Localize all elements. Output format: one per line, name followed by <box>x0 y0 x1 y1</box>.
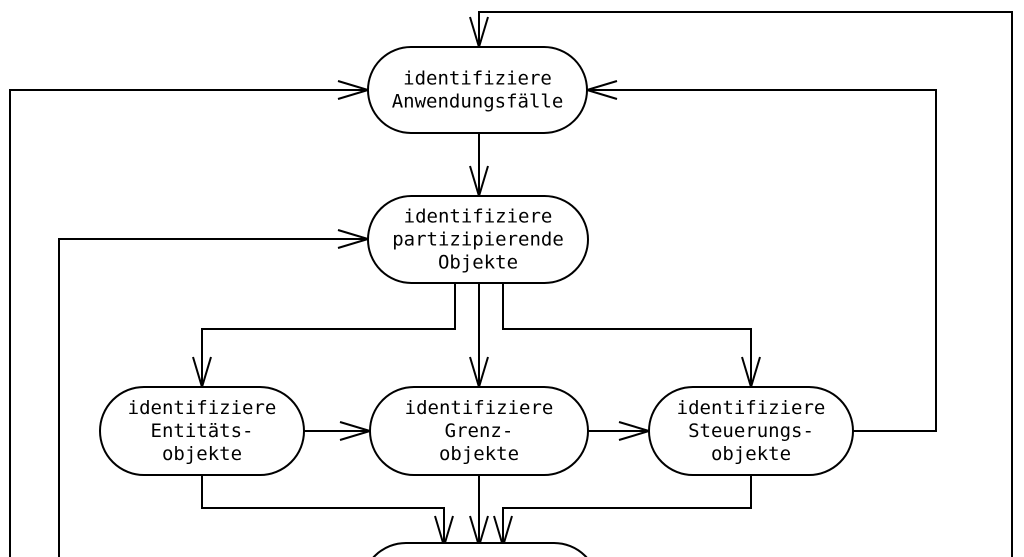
node-label-line: Grenz- <box>445 420 514 442</box>
node-label-line: Steuerungs- <box>688 420 814 442</box>
node-shape <box>369 386 589 476</box>
node-shape <box>372 542 588 557</box>
edge-line <box>502 475 752 546</box>
node-label-line: objekte <box>439 443 519 465</box>
node-label-line: objekte <box>711 443 791 465</box>
node-label-line: identifiziere <box>403 68 552 90</box>
node-shape <box>99 386 305 476</box>
node-label-line: Objekte <box>438 252 518 274</box>
edge-feedback-bottom-to-anwendungsfaelle-left <box>9 80 372 557</box>
node-label-line: Anwendungsfälle <box>392 91 564 113</box>
edge-grenzobjekte-to-bottom-node <box>469 475 489 550</box>
edge-line <box>9 89 368 557</box>
edge-line <box>201 475 445 546</box>
node-label-line: identifiziere <box>405 397 554 419</box>
edge-line <box>478 11 1013 557</box>
edge-line <box>58 238 368 557</box>
edge-steuerungsobjekte-to-anwendungsfaelle <box>583 80 937 432</box>
edge-line <box>587 89 937 432</box>
edge-partizipierende-to-grenzobjekte <box>469 283 489 391</box>
edge-partizipierende-to-entitaetsobjekte <box>192 283 456 391</box>
edge-anwendungsfaelle-to-partizipierende <box>469 133 489 200</box>
node-shape <box>367 195 589 284</box>
node-label-line: identifiziere <box>404 206 553 228</box>
node-label-line: identifiziere <box>128 397 277 419</box>
edge-line <box>502 283 752 387</box>
edge-grenzobjekte-to-steuerungsobjekte <box>588 421 653 441</box>
node-shape <box>367 46 588 134</box>
edge-partizipierende-to-steuerungsobjekte <box>502 283 761 391</box>
node-shape <box>648 386 854 476</box>
edge-entitaetsobjekte-to-bottom-node <box>201 475 454 550</box>
node-label-line: Entitäts- <box>151 420 254 442</box>
edge-entitaetsobjekte-to-grenzobjekte <box>304 421 374 441</box>
edge-steuerungsobjekte-to-bottom-node <box>493 475 752 550</box>
node-label-line: objekte <box>162 443 242 465</box>
node-bottom-node-partial <box>372 542 588 557</box>
edge-line <box>201 283 456 387</box>
node-label-line: partizipierende <box>392 229 564 251</box>
node-label-line: identifiziere <box>677 397 826 419</box>
